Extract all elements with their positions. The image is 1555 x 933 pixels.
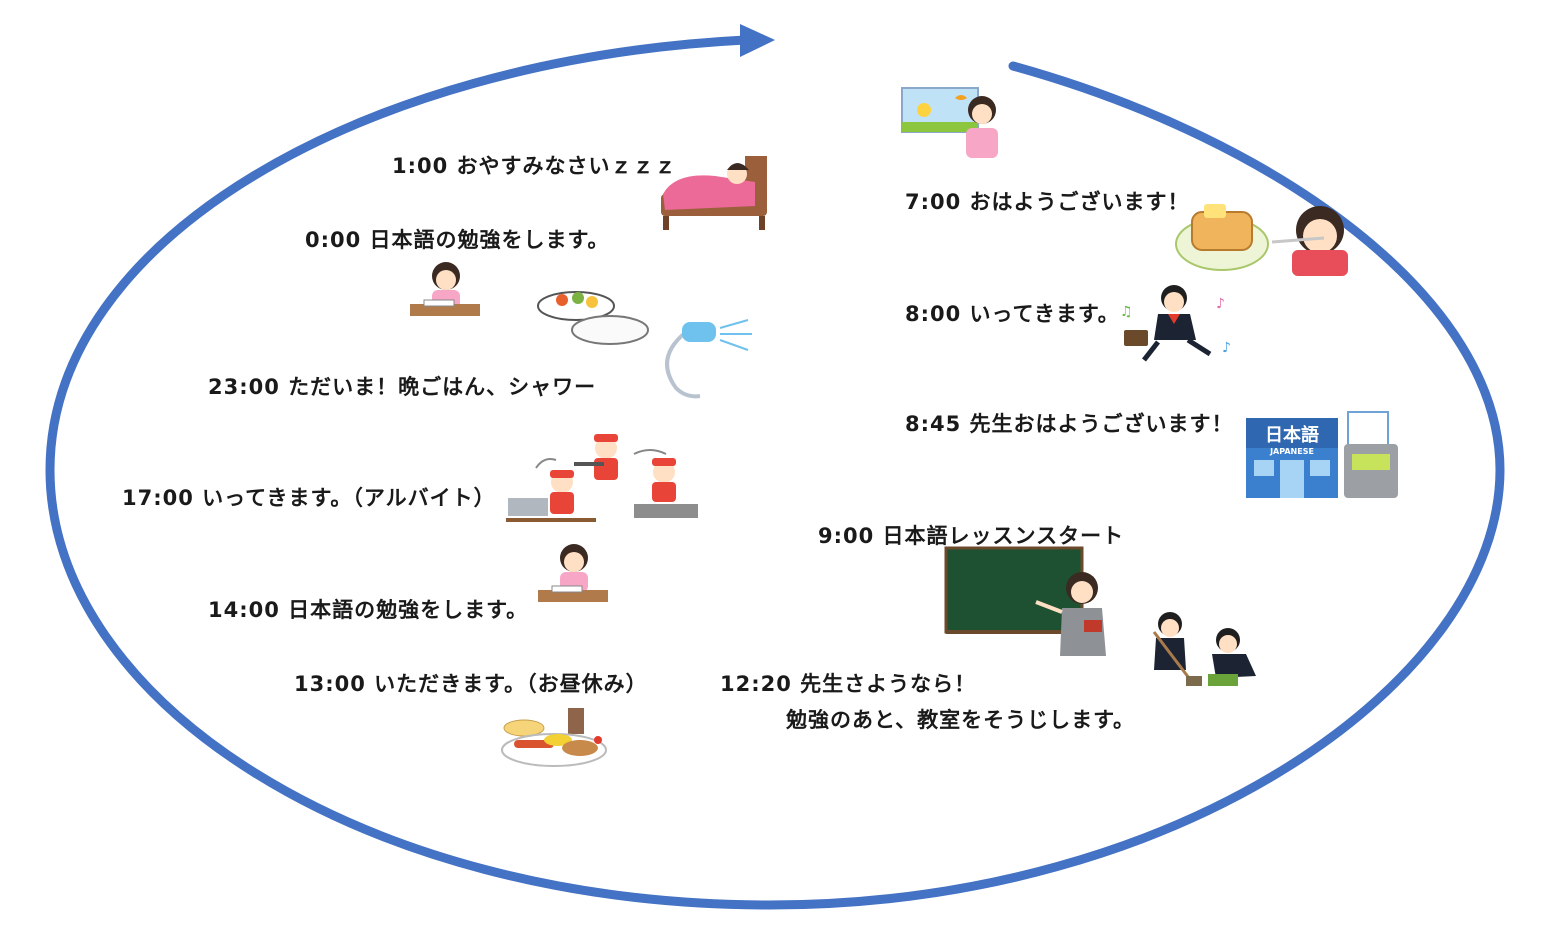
morning-sun-window-icon xyxy=(901,87,998,158)
time: 17:00 xyxy=(122,486,194,510)
activity: 日本語レッスンスタート xyxy=(882,524,1125,548)
teacher-at-blackboard-icon xyxy=(944,546,1106,656)
activity: いってきます。 xyxy=(969,302,1120,326)
schedule-label-1-00: 1:00 おやすみなさいｚｚｚ xyxy=(392,152,677,180)
schedule-label-0-00: 0:00 日本語の勉強をします。 xyxy=(305,226,609,254)
schedule-label-13-00: 13:00 いただきます。（お昼休み） xyxy=(294,670,648,698)
studying-at-desk-icon xyxy=(410,262,480,316)
schedule-label-8-45: 8:45 先生おはようございます！ xyxy=(905,410,1234,438)
schedule-label-12-20-line2: 勉強のあと、教室をそうじします。 xyxy=(786,706,1135,734)
time: 14:00 xyxy=(208,598,280,622)
time: 8:00 xyxy=(905,302,962,326)
schedule-label-12-20: 12:20 先生さようなら！ xyxy=(720,670,976,698)
breakfast-toast-and-toothbrush-icon xyxy=(1175,204,1348,276)
activity: 日本語の勉強をします。 xyxy=(288,598,529,622)
activity: おはようございます！ xyxy=(969,190,1190,214)
activity: 先生おはようございます！ xyxy=(969,412,1234,436)
schedule-label-8-00: 8:00 いってきます。 xyxy=(905,300,1120,328)
dinner-bowl-icon xyxy=(537,291,649,345)
arrow-head-icon xyxy=(740,24,775,57)
activity: ただいま！晩ごはん、シャワー xyxy=(288,375,597,399)
studying-at-desk-icon xyxy=(538,544,608,602)
time: 8:45 xyxy=(905,412,962,436)
activity: 先生さようなら！ xyxy=(800,672,977,696)
schedule-label-23-00: 23:00 ただいま！晩ごはん、シャワー xyxy=(208,373,596,401)
svg-text:日本語: 日本語 xyxy=(1265,424,1319,446)
time: 23:00 xyxy=(208,375,280,399)
svg-text:♫: ♫ xyxy=(1120,304,1133,320)
japanese-school-and-time-card-icon: 日本語 JAPANESE xyxy=(1246,411,1398,498)
svg-text:♪: ♪ xyxy=(1222,340,1231,356)
time: 12:20 xyxy=(720,672,792,696)
lunch-plate-icon xyxy=(501,708,607,767)
schedule-label-7-00: 7:00 おはようございます！ xyxy=(905,188,1190,216)
sleeping-in-bed-icon xyxy=(661,156,767,230)
schedule-label-14-00: 14:00 日本語の勉強をします。 xyxy=(208,596,528,624)
activity: 日本語の勉強をします。 xyxy=(369,228,610,252)
activity-line-2: 勉強のあと、教室をそうじします。 xyxy=(786,708,1136,732)
part-time-job-restaurant-icon xyxy=(506,434,698,522)
student-walking-to-school-icon: ♫ ♪ ♪ xyxy=(1120,285,1231,362)
svg-text:JAPANESE: JAPANESE xyxy=(1269,447,1314,456)
activity: いってきます。（アルバイト） xyxy=(202,486,496,510)
schedule-label-9-00: 9:00 日本語レッスンスタート xyxy=(818,522,1124,550)
schedule-label-17-00: 17:00 いってきます。（アルバイト） xyxy=(122,484,496,512)
students-cleaning-classroom-icon xyxy=(1152,612,1256,686)
time: 9:00 xyxy=(818,524,875,548)
time: 0:00 xyxy=(305,228,362,252)
shower-icon xyxy=(665,319,752,399)
time: 7:00 xyxy=(905,190,962,214)
activity: おやすみなさいｚｚｚ xyxy=(456,154,677,178)
time: 1:00 xyxy=(392,154,449,178)
activity: いただきます。（お昼休み） xyxy=(374,672,648,696)
time: 13:00 xyxy=(294,672,366,696)
svg-text:♪: ♪ xyxy=(1216,296,1225,312)
